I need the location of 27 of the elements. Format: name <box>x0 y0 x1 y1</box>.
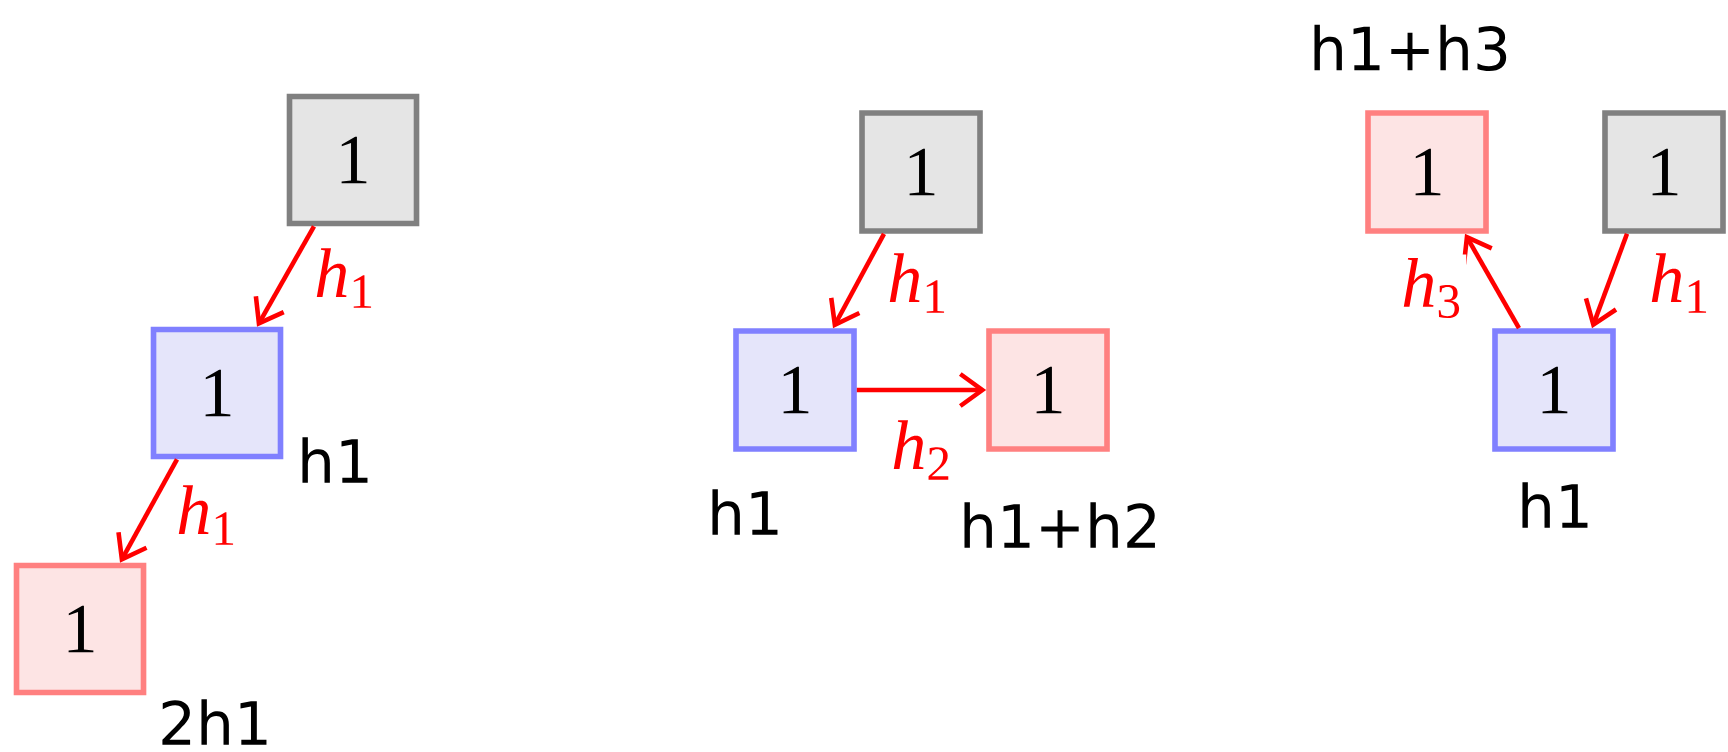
edge-label: h$_{1}$ <box>172 481 242 549</box>
handwritten-label: h1 <box>1522 482 1588 528</box>
number-box: 1 <box>1602 110 1726 234</box>
edge-label: h$_{3}$ <box>1397 254 1467 322</box>
number-box: 1 <box>859 110 983 234</box>
edge-label: h$_{1}$ <box>883 249 953 317</box>
number-box: 1 <box>986 328 1110 452</box>
number-box: 1 <box>13 562 147 696</box>
number-box: 1 <box>286 93 420 227</box>
arrow <box>1461 233 1521 330</box>
arrow <box>856 372 987 408</box>
handwritten-label: h1 <box>302 437 368 483</box>
arrow <box>1583 233 1630 329</box>
handwritten-label: h1+h3 <box>1314 24 1507 72</box>
edge-label: h$_{2}$ <box>887 416 957 484</box>
handwritten-label: 2h1 <box>162 699 267 745</box>
handwritten-label: h1 <box>712 489 778 535</box>
number-box: 1 <box>1365 110 1489 234</box>
arrow <box>253 225 316 327</box>
number-box: 1 <box>1492 328 1616 452</box>
edge-label: h$_{1}$ <box>310 244 380 312</box>
number-box: 1 <box>733 328 857 452</box>
arrow <box>116 458 180 563</box>
edge-label: h$_{1}$ <box>1645 249 1715 317</box>
number-box: 1 <box>150 326 284 460</box>
handwritten-label: h1+h2 <box>964 502 1155 548</box>
arrow <box>828 232 886 329</box>
